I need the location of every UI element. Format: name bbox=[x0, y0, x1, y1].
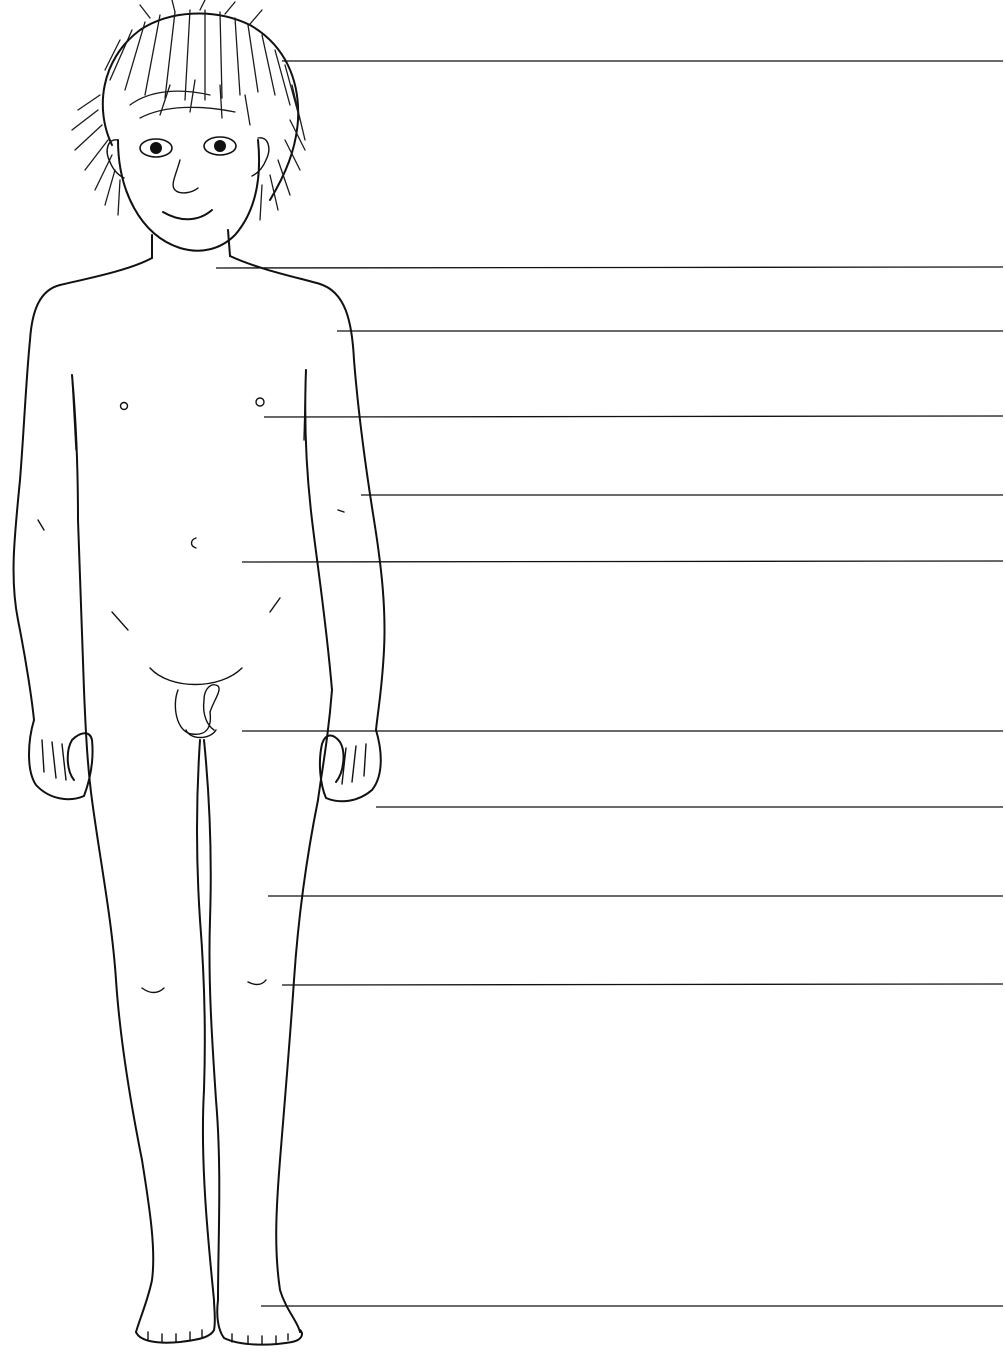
face bbox=[107, 137, 269, 251]
leader-line-knee bbox=[282, 984, 1003, 985]
nose bbox=[173, 160, 198, 193]
body-outline bbox=[14, 256, 385, 800]
left-knee bbox=[142, 988, 164, 993]
right-knee bbox=[248, 980, 266, 984]
label-leader-lines bbox=[216, 61, 1003, 1306]
leader-line-neck bbox=[216, 267, 1003, 268]
left-nipple bbox=[121, 403, 128, 410]
leader-line-chest bbox=[264, 416, 1003, 417]
legs bbox=[92, 740, 318, 1332]
leader-line-belly bbox=[242, 561, 1003, 562]
mouth bbox=[163, 210, 212, 219]
right-nipple bbox=[256, 398, 264, 406]
hair bbox=[72, 0, 305, 220]
groin bbox=[150, 668, 242, 738]
feet bbox=[136, 1300, 302, 1345]
belly-button bbox=[192, 538, 197, 548]
neck bbox=[152, 230, 230, 258]
